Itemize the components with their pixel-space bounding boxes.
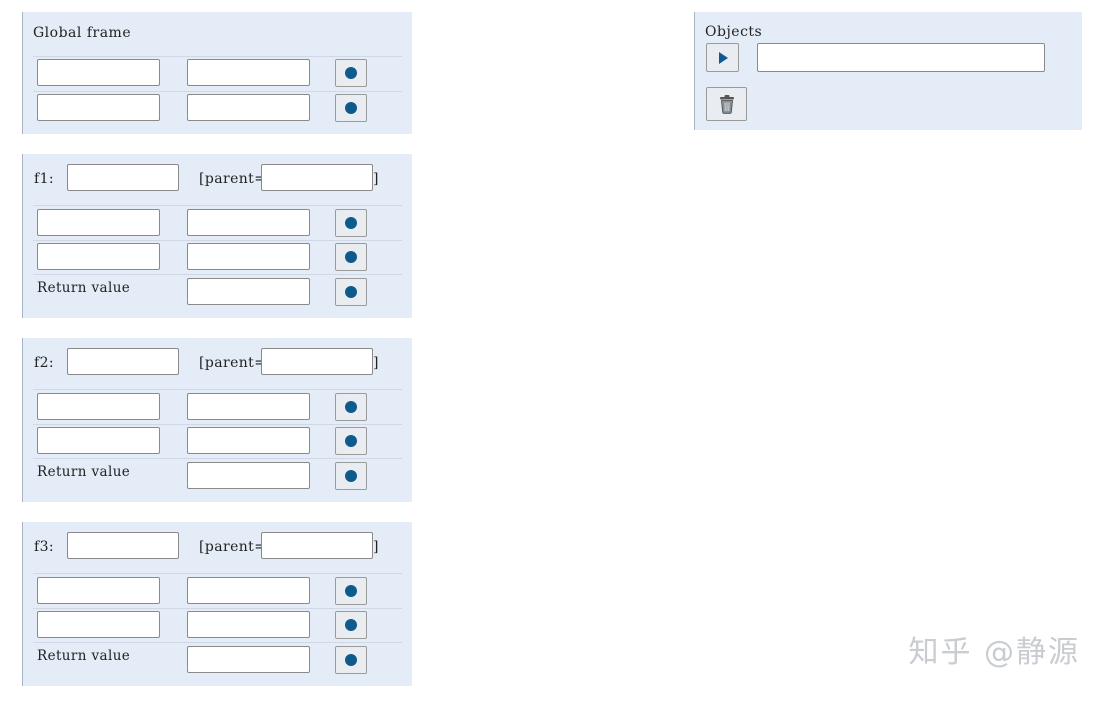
variable-name-field[interactable] [37,393,160,420]
pointer-button[interactable] [335,94,367,122]
dot-icon [345,585,357,597]
dot-icon [345,654,357,666]
frame-label: f3: [34,539,55,555]
row-separator [33,389,402,390]
pointer-button[interactable] [335,393,367,421]
trash-icon [719,95,734,114]
variable-value-field[interactable] [187,427,310,454]
watermark: 知乎 @静源 [908,635,1080,670]
dot-icon [345,435,357,447]
variable-value-field[interactable] [187,577,310,604]
frame-f1-panel: f1: [parent= ] Return value [22,154,412,318]
variable-value-field[interactable] [187,243,310,270]
parent-label: [parent= [199,355,267,371]
pointer-button[interactable] [335,243,367,271]
row-separator [33,91,402,92]
close-bracket: ] [373,171,379,187]
pointer-button[interactable] [335,577,367,605]
row-separator [33,458,402,459]
close-bracket: ] [373,355,379,371]
global-frame-title: Global frame [33,25,132,41]
variable-value-field[interactable] [187,611,310,638]
dot-icon [345,619,357,631]
parent-label: [parent= [199,539,267,555]
dot-icon [345,67,357,79]
parent-field[interactable] [261,348,373,375]
row-separator [33,424,402,425]
pointer-button[interactable] [335,427,367,455]
variable-name-field[interactable] [37,577,160,604]
frame-f3-panel: f3: [parent= ] Return value [22,522,412,686]
variable-value-field[interactable] [187,393,310,420]
return-value-field[interactable] [187,278,310,305]
dot-icon [345,217,357,229]
frame-f2-panel: f2: [parent= ] Return value [22,338,412,502]
row-separator [33,642,402,643]
return-value-label: Return value [37,464,131,480]
variable-name-field[interactable] [37,427,160,454]
delete-button[interactable] [706,87,747,121]
parent-field[interactable] [261,164,373,191]
variable-name-field[interactable] [37,59,160,86]
row-separator [33,274,402,275]
pointer-button[interactable] [335,646,367,674]
pointer-button[interactable] [335,278,367,306]
dot-icon [345,102,357,114]
row-separator [33,608,402,609]
return-value-label: Return value [37,280,131,296]
frame-label: f1: [34,171,55,187]
dot-icon [345,470,357,482]
variable-value-field[interactable] [187,94,310,121]
row-separator [33,205,402,206]
variable-name-field[interactable] [37,243,160,270]
row-separator [33,573,402,574]
play-icon [719,51,728,64]
objects-title: Objects [705,24,763,40]
play-button[interactable] [706,43,739,72]
parent-field[interactable] [261,532,373,559]
variable-value-field[interactable] [187,59,310,86]
return-value-label: Return value [37,648,131,664]
dot-icon [345,401,357,413]
objects-panel: Objects [694,12,1082,130]
variable-name-field[interactable] [37,611,160,638]
pointer-button[interactable] [335,462,367,490]
dot-icon [345,286,357,298]
parent-label: [parent= [199,171,267,187]
frame-label: f2: [34,355,55,371]
pointer-button[interactable] [335,59,367,87]
global-frame-panel: Global frame [22,12,412,134]
frame-name-field[interactable] [67,164,179,191]
variable-value-field[interactable] [187,209,310,236]
frame-name-field[interactable] [67,348,179,375]
return-value-field[interactable] [187,462,310,489]
row-separator [33,56,402,57]
pointer-button[interactable] [335,611,367,639]
frame-name-field[interactable] [67,532,179,559]
variable-name-field[interactable] [37,94,160,121]
objects-input[interactable] [757,43,1045,72]
row-separator [33,240,402,241]
return-value-field[interactable] [187,646,310,673]
close-bracket: ] [373,539,379,555]
dot-icon [345,251,357,263]
variable-name-field[interactable] [37,209,160,236]
pointer-button[interactable] [335,209,367,237]
